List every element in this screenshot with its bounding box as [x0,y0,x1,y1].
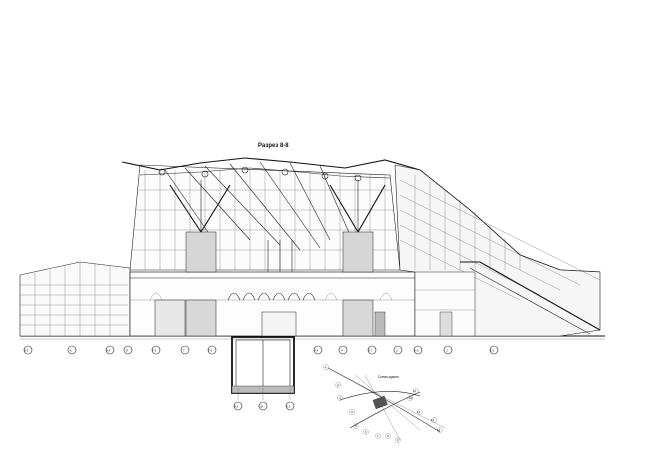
plan-axis: 3 [339,396,341,400]
building-section [19,157,605,340]
axis-label: 5-2 [286,405,291,409]
axis-label: 7-6 [208,349,213,353]
glazing-grid [132,170,398,270]
plan-axis: 7 [377,434,379,438]
axis-label: 8-5 [106,349,111,353]
axis-label: 2-3 [414,349,419,353]
axis-label: 8-3 [24,349,29,353]
axis-label: 8-2 [234,405,239,409]
axis-label: 8 [126,349,128,353]
axis-label: 6-4 [314,349,319,353]
plan-axis: 14 [437,428,441,432]
plan-axis: 12 [417,410,421,414]
axis-label: 2 [396,349,398,353]
section-title: Разрез 8-8 [258,143,289,149]
axis-row: 8-3 6 8-5 8 7-3 7 7-6 6-4 4 5-7 2 2-3 2 … [23,345,499,355]
axis-label: 1-5 [490,349,495,353]
plan-axis: 2 [337,383,339,387]
basement-section: 8-2 2h 5-2 [231,336,295,411]
plan-axis: 5 [355,424,357,428]
scheme-title: Схема здания [378,375,399,379]
axis-label: 4 [341,349,343,353]
building-scheme-plan: Схема здания 1 2 3 4 5 6 7 8 9 10 11 12 … [323,364,446,443]
axis-label: 2h [260,405,264,409]
plan-axis: 6 [365,430,367,434]
plan-axis: 9 [397,438,399,442]
left-podium-hatch [20,262,128,336]
plan-axis: 1 [325,365,327,369]
axis-label: 7-3 [152,349,157,353]
plan-axis: 8 [387,434,389,438]
plan-axis: 13 [431,418,435,422]
axis-label: 2 [446,349,448,353]
tree-columns [169,180,386,273]
axis-label: 5-7 [368,349,373,353]
plan-axis: 4 [351,410,353,414]
axis-label: 6 [70,349,72,353]
arch-row [149,292,393,301]
axis-label: 7 [183,349,185,353]
plan-axis: 10 [409,396,413,400]
plan-axis: 11 [413,389,416,393]
